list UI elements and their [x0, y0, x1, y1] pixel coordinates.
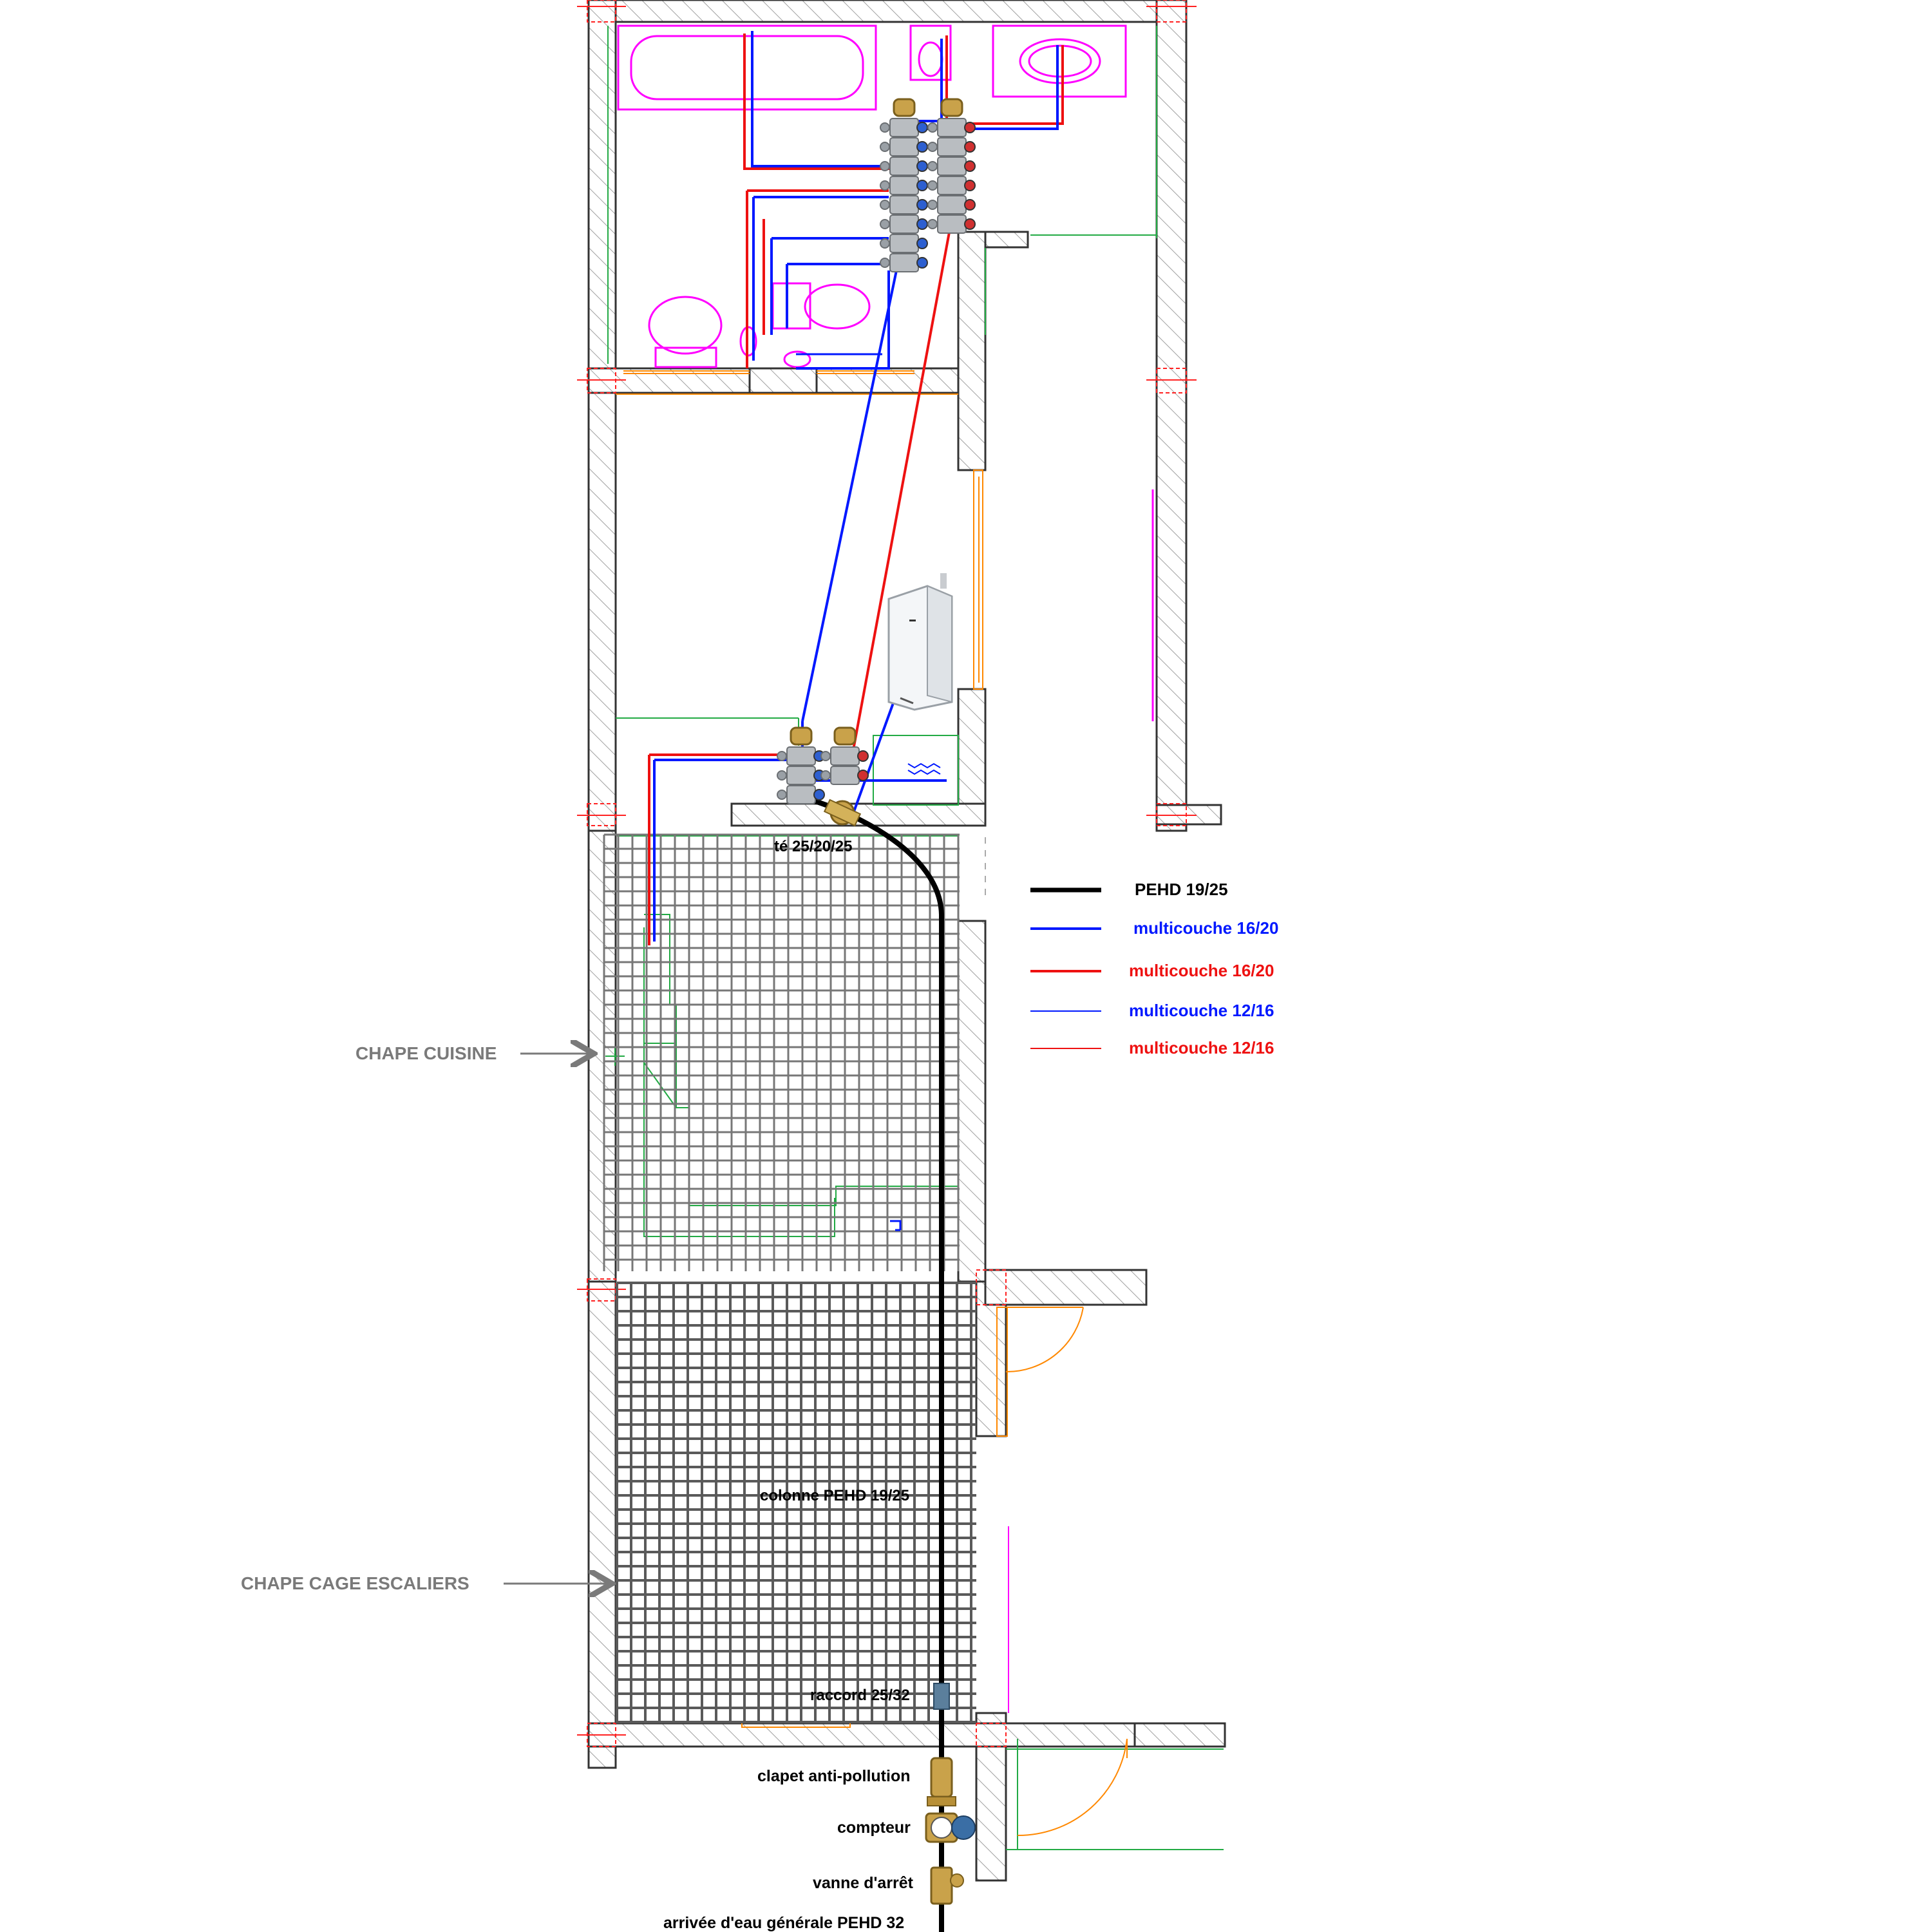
wall-internal-lower — [957, 688, 987, 819]
outlet-icon — [890, 1220, 902, 1231]
wall-stair-bottom — [587, 1722, 1195, 1748]
coupling-label: raccord 25/32 — [810, 1687, 910, 1704]
legend-label: multicouche 12/16 — [1129, 1038, 1274, 1057]
wall-right-exterior-bottom — [1133, 1722, 1226, 1748]
wall-left-bathroom — [587, 0, 617, 381]
kitchen-screed-grid — [603, 833, 960, 1271]
stop-valve-label: vanne d'arrêt — [813, 1874, 914, 1892]
wall-right-upper — [1155, 0, 1188, 832]
walls — [587, 0, 1226, 1882]
wall-left-stairs — [587, 1280, 617, 1769]
manifold-kitchen-hot — [820, 726, 869, 785]
kitchen-screed-label: CHAPE CUISINE — [355, 1043, 497, 1063]
tee-fitting-icon — [823, 799, 862, 827]
doors-windows — [616, 370, 1128, 1837]
pipe-legend: PEHD 19/25 multicouche 16/20 multicouche 1… — [1030, 880, 1278, 1057]
stairwell-screed-label: CHAPE CAGE ESCALIERS — [241, 1573, 469, 1593]
tee-label: té 25/20/25 — [774, 838, 852, 855]
manifold-cold — [880, 98, 928, 272]
backflow-valve-label: clapet anti-pollution — [757, 1767, 911, 1785]
axis-markers — [577, 0, 1197, 1747]
toilet-left — [648, 296, 757, 368]
bathtub — [617, 24, 877, 111]
coupling-icon — [933, 1683, 950, 1710]
side-annotations: CHAPE CUISINE CHAPE CAGE ESCALIERS — [241, 1043, 612, 1593]
axis-marker — [976, 1269, 1007, 1305]
wall-stub-toilet — [748, 367, 818, 394]
wall-top — [587, 0, 1188, 23]
bathroom-manifold — [880, 98, 976, 272]
backflow-valve-icon — [927, 1757, 956, 1806]
axis-marker — [1156, 0, 1187, 23]
kitchen-manifold — [777, 726, 869, 804]
pipe-annotations: té 25/20/25 colonne PEHD 19/25 raccord 2… — [663, 838, 914, 1932]
wall-left-mid — [587, 385, 617, 832]
water-meter-icon — [925, 1812, 976, 1843]
boiler-icon — [887, 573, 953, 711]
column-label: colonne PEHD 19/25 — [760, 1487, 909, 1504]
main-supply-label: arrivée d'eau générale PEHD 32 — [663, 1914, 904, 1932]
legend-label: multicouche 12/16 — [1129, 1001, 1274, 1020]
bidet — [909, 24, 952, 81]
legend-label: multicouche 16/20 — [1133, 918, 1278, 938]
sanitary-fixtures — [617, 24, 1154, 1713]
legend-label: PEHD 19/25 — [1135, 880, 1228, 899]
axis-marker — [976, 1723, 1007, 1747]
pipes — [648, 31, 1064, 1932]
meter-label: compteur — [837, 1819, 911, 1837]
wall-entry — [984, 1269, 1148, 1306]
manifold-kitchen-cold — [777, 726, 825, 804]
legend-label: multicouche 16/20 — [1129, 961, 1274, 980]
wall-internal-kitchen — [957, 920, 987, 1283]
wall-internal-upper — [957, 231, 987, 471]
axis-marker — [587, 0, 616, 23]
washbasin — [992, 24, 1127, 98]
wall-stub-bathroom — [984, 231, 1029, 249]
stop-valve-icon — [930, 1866, 964, 1905]
manifold-hot — [927, 98, 976, 234]
radiator-symbol-icon — [907, 762, 941, 775]
